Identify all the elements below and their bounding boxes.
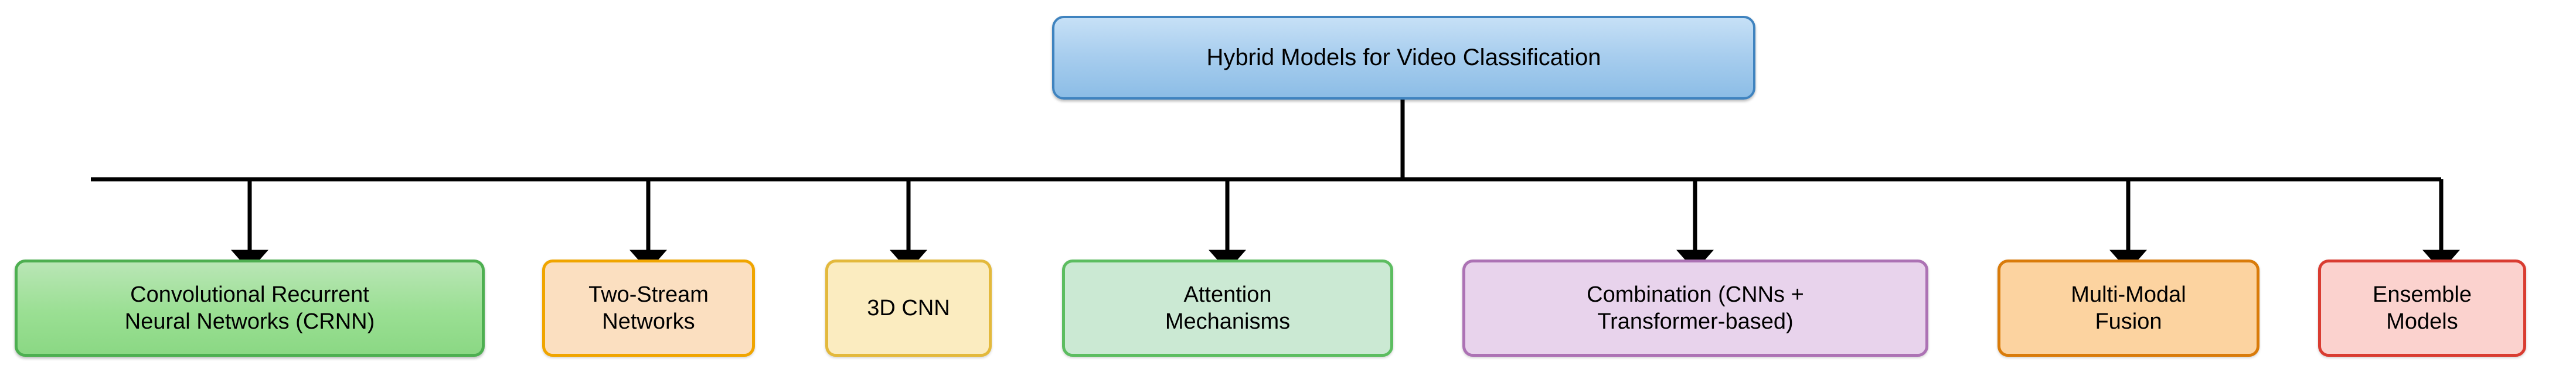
node-multimodal[interactable]: Multi-Modal Fusion: [1997, 260, 2259, 357]
tree-edges: [91, 100, 2461, 271]
node-crnn[interactable]: Convolutional Recurrent Neural Networks …: [15, 260, 485, 357]
node-two-stream[interactable]: Two-Stream Networks: [542, 260, 755, 357]
node-combination[interactable]: Combination (CNNs + Transformer-based): [1462, 260, 1928, 357]
node-3d-cnn[interactable]: 3D CNN: [825, 260, 992, 357]
node-attention[interactable]: Attention Mechanisms: [1062, 260, 1393, 357]
node-root[interactable]: Hybrid Models for Video Classification: [1052, 16, 1755, 100]
node-ensemble[interactable]: Ensemble Models: [2318, 260, 2526, 357]
